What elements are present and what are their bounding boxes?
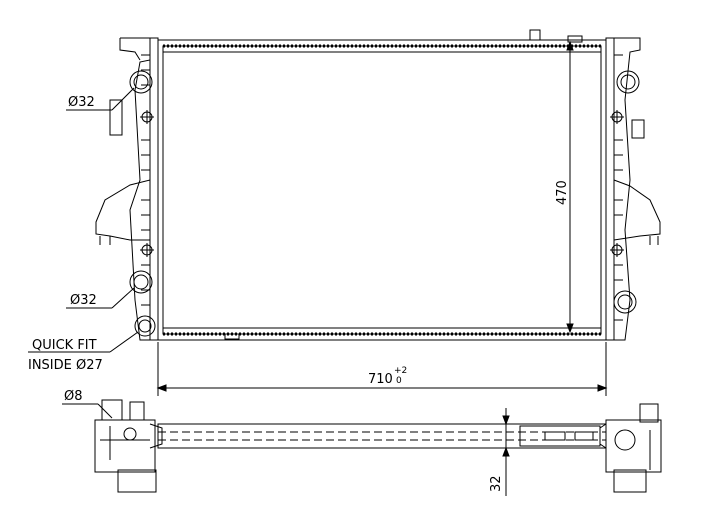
upper-port-leader bbox=[66, 87, 135, 111]
lower-port-diameter-label: Ø32 bbox=[70, 293, 97, 308]
left-upper-port bbox=[129, 70, 153, 94]
bottom-right-tank bbox=[599, 403, 662, 493]
width-tolerance-upper: +2 bbox=[394, 366, 407, 376]
radiator-bottom-view bbox=[157, 423, 607, 449]
left-lower-port bbox=[129, 270, 153, 294]
radiator-core bbox=[157, 29, 607, 341]
bottom-left-tank bbox=[94, 399, 163, 493]
width-dimension bbox=[156, 342, 608, 396]
bleed-diameter-label: Ø8 bbox=[64, 389, 83, 404]
left-quick-fit-port bbox=[134, 315, 156, 337]
right-lower-port bbox=[613, 290, 637, 314]
bleed-leader bbox=[62, 403, 113, 419]
width-tolerance-lower: 0 bbox=[396, 376, 402, 386]
quick-fit-label-line2: INSIDE Ø27 bbox=[28, 358, 103, 373]
right-upper-port bbox=[616, 70, 640, 94]
lower-port-leader bbox=[66, 287, 135, 309]
width-dimension-label: 710 bbox=[368, 372, 393, 387]
left-tank bbox=[95, 37, 159, 341]
quick-fit-label-line1: QUICK FIT bbox=[32, 338, 97, 353]
height-dimension-label: 470 bbox=[555, 180, 570, 205]
right-tank bbox=[605, 37, 661, 341]
thickness-dimension-label: 32 bbox=[489, 475, 504, 492]
height-dimension bbox=[566, 40, 574, 334]
upper-port-diameter-label: Ø32 bbox=[68, 95, 95, 110]
thickness-dimension bbox=[498, 408, 520, 496]
quick-fit-leader bbox=[28, 331, 139, 353]
